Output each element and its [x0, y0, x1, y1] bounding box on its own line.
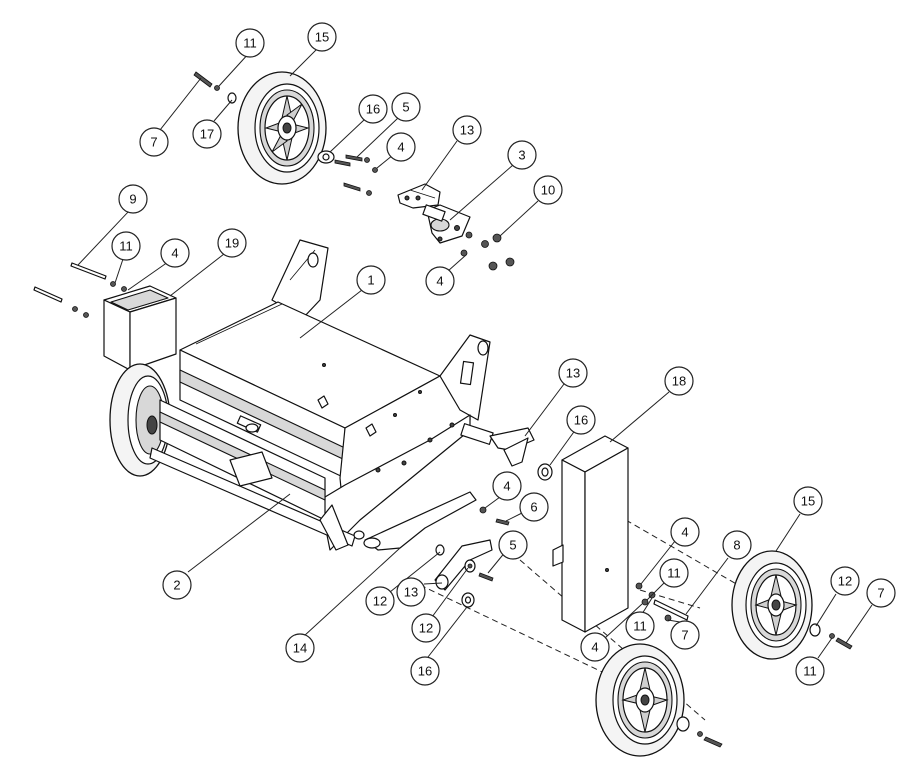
callout-label: 5 — [402, 100, 409, 115]
callout: 4 — [580, 632, 610, 662]
leader-lines — [77, 49, 873, 659]
callout: 7 — [139, 127, 169, 157]
callout: 9 — [118, 184, 148, 214]
callout-label: 13 — [404, 585, 418, 600]
callout-label: 4 — [503, 479, 510, 494]
bottom-wheel-hardware — [676, 716, 723, 748]
callout: 16 — [358, 94, 388, 124]
callout: 15 — [307, 22, 337, 52]
cover-box-19 — [103, 285, 177, 371]
callout: 5 — [391, 92, 421, 122]
callout-label: 4 — [397, 140, 404, 155]
callout: 10 — [533, 175, 563, 205]
callout-label: 6 — [530, 500, 537, 515]
right-wheel-hardware — [809, 623, 853, 650]
callout-label: 16 — [574, 413, 588, 428]
callout-label: 4 — [436, 274, 443, 289]
callout-label: 15 — [315, 30, 329, 45]
callout: 11 — [235, 28, 265, 58]
callout: 11 — [659, 558, 689, 588]
callout-label: 4 — [171, 246, 178, 261]
callout: 11 — [795, 656, 825, 686]
callout-label: 12 — [838, 574, 852, 589]
callout-label: 2 — [173, 578, 180, 593]
callout-label: 17 — [200, 127, 214, 142]
callout-label: 12 — [373, 594, 387, 609]
callout-label: 19 — [225, 236, 239, 251]
callouts: 11 15 7 17 16 5 4 13 3 10 4 9 11 4 19 1 … — [111, 22, 896, 686]
callout-label: 8 — [733, 538, 740, 553]
bottom-wheel — [595, 643, 685, 757]
left-long-bolts — [33, 262, 127, 318]
callout-label: 4 — [591, 640, 598, 655]
callout-label: 7 — [877, 586, 884, 601]
callout-label: 11 — [119, 239, 133, 254]
callout-label: 11 — [633, 619, 647, 634]
callout-label: 11 — [803, 664, 817, 679]
right-wheel — [731, 550, 813, 660]
right-hardware — [635, 582, 689, 622]
callout: 13 — [396, 577, 426, 607]
callout-label: 4 — [681, 525, 688, 540]
callout: 6 — [519, 492, 549, 522]
callout: 7 — [866, 578, 896, 608]
callout: 12 — [365, 586, 395, 616]
top-bracket-and-plate — [397, 183, 471, 244]
callout-label: 7 — [150, 135, 157, 150]
callout-label: 15 — [801, 494, 815, 509]
callout: 4 — [670, 517, 700, 547]
callout: 19 — [217, 228, 247, 258]
lower-bracket — [434, 539, 494, 608]
roller-assembly — [149, 399, 365, 551]
callout: 12 — [411, 613, 441, 643]
callout: 2 — [162, 570, 192, 600]
callout-label: 12 — [419, 621, 433, 636]
callout: 13 — [452, 115, 482, 145]
right-bracket — [460, 423, 553, 481]
callout: 11 — [111, 231, 141, 261]
callout: 1 — [356, 265, 386, 295]
callout: 18 — [664, 366, 694, 396]
callout-label: 10 — [541, 183, 555, 198]
callout: 3 — [507, 140, 537, 170]
side-cover-18 — [552, 435, 629, 633]
top-wheel-hardware — [193, 71, 378, 196]
hardware-4-6 — [479, 506, 510, 526]
callout: 8 — [722, 530, 752, 560]
callout: 13 — [558, 358, 588, 388]
callout: 17 — [192, 119, 222, 149]
callout-label: 5 — [509, 538, 516, 553]
callout-label: 18 — [672, 374, 686, 389]
callout: 14 — [285, 633, 315, 663]
callout-label: 14 — [293, 641, 307, 656]
callout-label: 16 — [366, 102, 380, 117]
callout: 4 — [492, 471, 522, 501]
callout: 4 — [425, 266, 455, 296]
callout-label: 13 — [460, 123, 474, 138]
nut-group — [460, 231, 515, 271]
callout: 12 — [830, 566, 860, 596]
arm-14 — [363, 491, 477, 551]
callout-label: 11 — [667, 566, 681, 581]
callout: 5 — [498, 530, 528, 560]
callout-label: 13 — [566, 366, 580, 381]
callout: 16 — [410, 656, 440, 686]
callout-label: 11 — [243, 36, 257, 51]
callout: 11 — [625, 611, 655, 641]
callout: 4 — [386, 132, 416, 162]
callout-label: 1 — [367, 273, 374, 288]
callout-label: 16 — [418, 664, 432, 679]
callout-label: 3 — [518, 148, 525, 163]
main-frame — [179, 239, 491, 551]
callout-label: 7 — [681, 628, 688, 643]
callout-label: 9 — [129, 192, 136, 207]
top-wheel — [237, 71, 327, 185]
callout: 15 — [793, 486, 823, 516]
callout: 4 — [160, 238, 190, 268]
callout: 7 — [670, 620, 700, 650]
callout: 16 — [566, 405, 596, 435]
